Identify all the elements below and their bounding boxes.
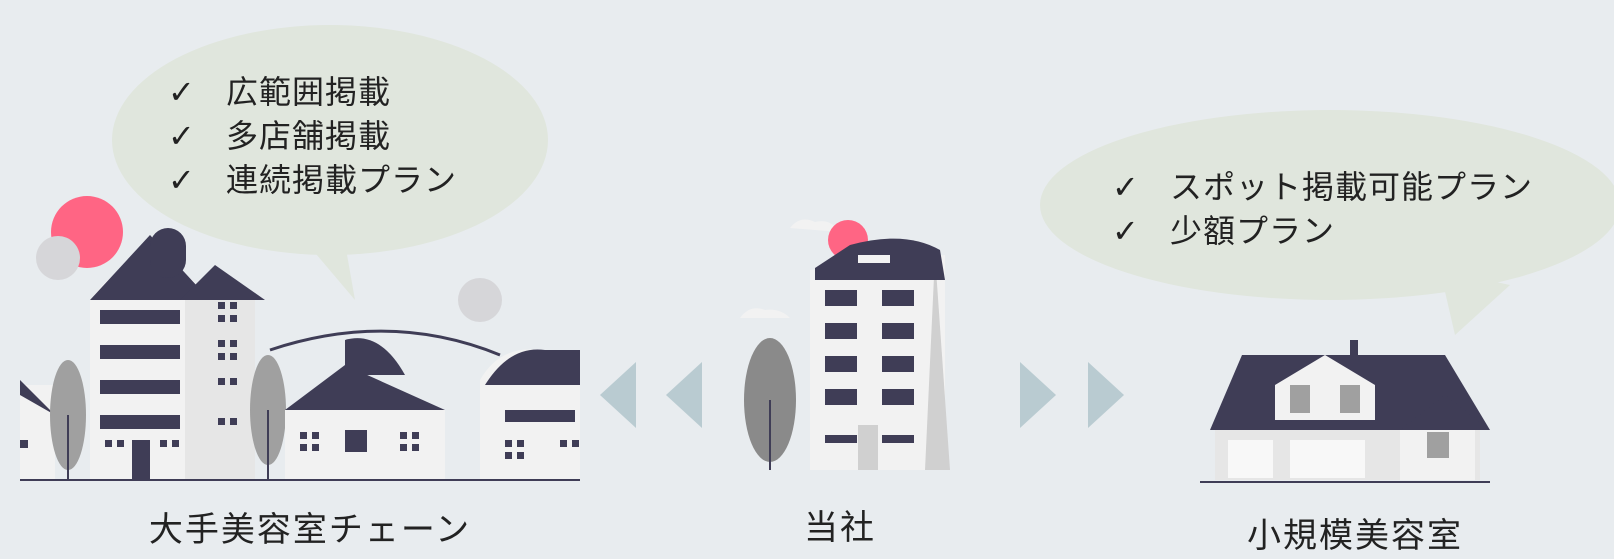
small-salon-caption: 小規模美容室 <box>1247 516 1463 556</box>
check-icon: ✓ <box>168 161 196 199</box>
left-speech-bubble <box>112 25 548 300</box>
left-arrows <box>600 362 702 428</box>
check-icon: ✓ <box>1112 212 1140 250</box>
check-icon: ✓ <box>1112 168 1140 206</box>
company-building-illustration <box>740 219 950 470</box>
left-feature-list: ✓ 広範囲掲載 ✓ 多店舗掲載 ✓ 連続掲載プラン <box>168 70 457 202</box>
salon-chain-caption: 大手美容室チェーン <box>148 510 472 550</box>
grey-circle <box>36 236 80 280</box>
salon-chain-illustration <box>20 196 580 481</box>
right-feature-list: ✓ スポット掲載可能プラン ✓ 少額プラン <box>1112 165 1533 253</box>
moon-circle <box>458 278 502 322</box>
company-caption: 当社 <box>804 508 876 548</box>
right-feature-item: ✓ 少額プラン <box>1112 209 1533 253</box>
left-feature-text: 広範囲掲載 <box>226 73 392 111</box>
left-feature-item: ✓ 連続掲載プラン <box>168 158 457 202</box>
check-icon: ✓ <box>168 117 196 155</box>
right-feature-item: ✓ スポット掲載可能プラン <box>1112 165 1533 209</box>
right-feature-text: スポット掲載可能プラン <box>1170 168 1534 206</box>
left-feature-text: 多店舗掲載 <box>226 117 392 155</box>
check-icon: ✓ <box>168 73 196 111</box>
left-feature-item: ✓ 多店舗掲載 <box>168 114 457 158</box>
right-speech-bubble <box>1040 110 1614 335</box>
small-salon-illustration <box>1200 340 1490 483</box>
left-feature-text: 連続掲載プラン <box>226 161 458 199</box>
right-arrows <box>1020 362 1124 428</box>
left-feature-item: ✓ 広範囲掲載 <box>168 70 457 114</box>
right-feature-text: 少額プラン <box>1170 212 1336 250</box>
